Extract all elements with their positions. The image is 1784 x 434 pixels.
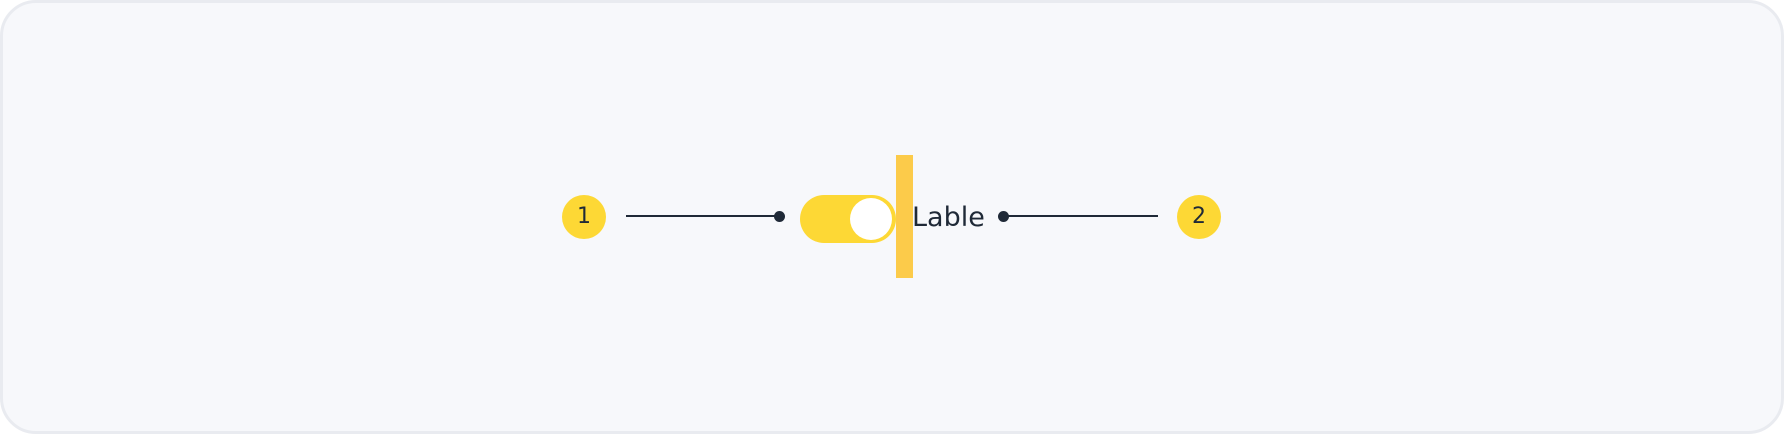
toggle-switch-label: Lable — [912, 202, 985, 233]
callout-leader-line-2 — [1004, 215, 1158, 217]
label-focus-indicator — [896, 155, 913, 278]
callout-anchor-dot-1 — [774, 211, 785, 222]
callout-leader-line-1 — [626, 215, 780, 217]
callout-anchor-dot-2 — [998, 211, 1009, 222]
callout-badge-1: 1 — [562, 195, 606, 239]
toggle-switch-thumb[interactable] — [850, 198, 892, 240]
callout-badge-2: 2 — [1177, 195, 1221, 239]
